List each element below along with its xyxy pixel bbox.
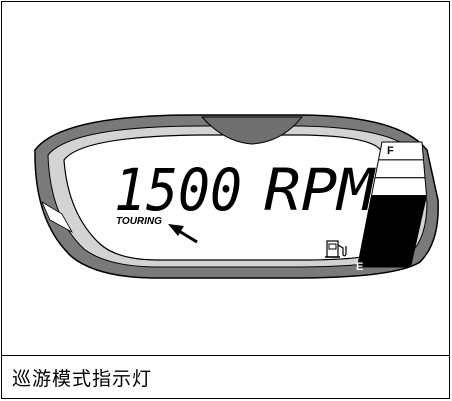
fuel-gauge bbox=[356, 141, 428, 268]
fuel-empty-label: E bbox=[356, 261, 363, 273]
caption-text: 巡游模式指示灯 bbox=[12, 368, 153, 390]
caption-divider bbox=[2, 355, 449, 356]
arrow-icon bbox=[168, 224, 198, 244]
fuel-segment bbox=[374, 159, 426, 179]
rpm-value: 1500 bbox=[114, 156, 242, 224]
fuel-segment bbox=[360, 230, 420, 250]
fuel-pump-icon bbox=[325, 240, 347, 258]
left-accent bbox=[41, 201, 74, 234]
riding-mode-label: TOURING bbox=[116, 216, 162, 227]
top-notch bbox=[200, 116, 304, 145]
fuel-full-label: F bbox=[387, 145, 394, 157]
fuel-segment bbox=[377, 141, 425, 161]
fuel-segment bbox=[370, 177, 428, 197]
fuel-segment bbox=[356, 248, 416, 268]
instrument-cluster: 1500 RPM TOURING F E bbox=[34, 114, 439, 279]
fuel-segment bbox=[367, 195, 428, 214]
fuel-segment bbox=[363, 212, 424, 232]
rpm-unit: RPM bbox=[264, 156, 376, 224]
